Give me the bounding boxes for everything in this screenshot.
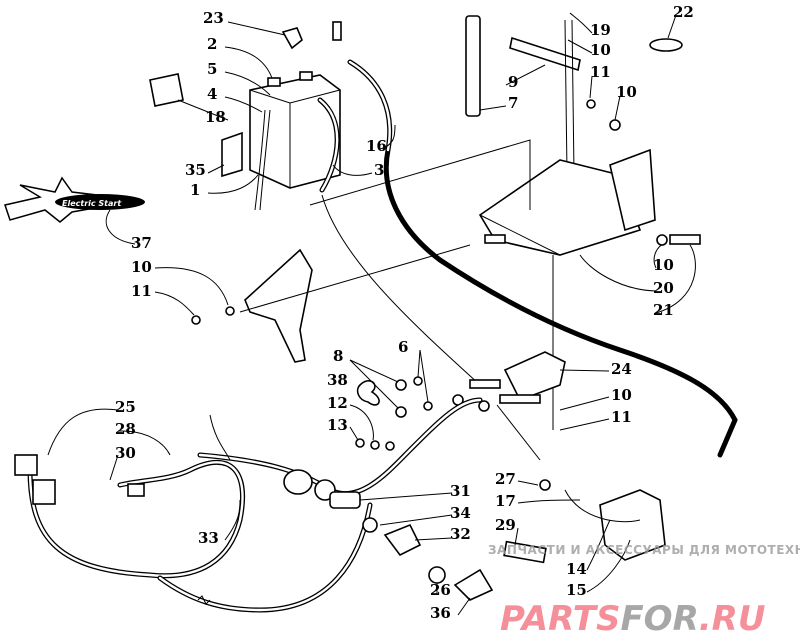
rubber-boot [356, 380, 380, 406]
decal [149, 73, 184, 107]
callout-27: 27 [495, 470, 516, 488]
callout-15: 15 [566, 581, 587, 599]
callout-19: 19 [590, 21, 611, 39]
watermark-brand-a: PARTS [500, 599, 621, 639]
callout-11: 11 [590, 63, 611, 81]
callout-23: 23 [203, 9, 224, 27]
callout-26: 26 [430, 581, 451, 599]
callout-30: 30 [115, 444, 136, 462]
callout-2: 2 [207, 35, 218, 53]
callout-11: 11 [611, 408, 632, 426]
callout-28: 28 [115, 420, 136, 438]
callout-37: 37 [131, 234, 152, 252]
callout-29: 29 [495, 516, 516, 534]
svg-text:Electric Start: Electric Start [62, 199, 122, 208]
callout-8: 8 [333, 347, 344, 365]
callout-34: 34 [450, 504, 471, 522]
callout-4: 4 [207, 85, 218, 103]
starter-solenoid [469, 351, 566, 404]
callout-9: 9 [508, 73, 519, 91]
battery-tray [478, 148, 656, 256]
hold-down-bracket [509, 36, 581, 72]
callout-25: 25 [115, 398, 136, 416]
callout-17: 17 [495, 492, 516, 510]
callout-36: 36 [430, 604, 451, 622]
callout-10: 10 [616, 83, 637, 101]
callout-16: 16 [366, 137, 387, 155]
callout-13: 13 [327, 416, 348, 434]
callout-35: 35 [185, 161, 206, 179]
battery-pad [221, 131, 243, 178]
starter-motor [503, 479, 666, 564]
callout-5: 5 [207, 60, 218, 78]
callout-22: 22 [673, 3, 694, 21]
callout-14: 14 [566, 560, 587, 578]
battery-strap [465, 15, 481, 117]
terminal-boot [281, 27, 303, 50]
bolt [332, 21, 342, 41]
electric-start-logo: Electric Start [4, 176, 145, 223]
connector [14, 454, 38, 476]
watermark-brand-c: .RU [698, 599, 766, 639]
bolt [669, 234, 701, 245]
callout-7: 7 [508, 94, 519, 112]
callout-24: 24 [611, 360, 632, 378]
callout-21: 21 [653, 301, 674, 319]
watermark-brand-b: FOR [620, 599, 699, 639]
callout-31: 31 [450, 482, 471, 500]
battery [249, 71, 341, 211]
callout-20: 20 [653, 279, 674, 297]
callout-32: 32 [450, 525, 471, 543]
hardware-stack [355, 376, 490, 451]
connector [127, 483, 145, 497]
callout-10: 10 [611, 386, 632, 404]
break-mark [197, 595, 211, 605]
callout-11: 11 [131, 282, 152, 300]
watermark-brand: PARTSFOR.RU [500, 601, 765, 637]
callout-10: 10 [653, 256, 674, 274]
callout-38: 38 [327, 371, 348, 389]
callout-6: 6 [398, 338, 409, 356]
callout-10: 10 [590, 41, 611, 59]
callout-12: 12 [327, 394, 348, 412]
mount-bracket [244, 248, 313, 363]
callout-1: 1 [190, 181, 201, 199]
callout-18: 18 [205, 108, 226, 126]
callout-33: 33 [198, 529, 219, 547]
callout-10: 10 [131, 258, 152, 276]
watermark-tagline: ЗАПЧАСТИ И АКСЕССУАРЫ ДЛЯ МОТОТЕХНИКИ [488, 543, 800, 557]
ignition-switch [329, 491, 494, 601]
cable-tie [649, 38, 683, 52]
connector [32, 479, 56, 505]
callout-3: 3 [374, 161, 385, 179]
leader-lines [47, 12, 696, 616]
